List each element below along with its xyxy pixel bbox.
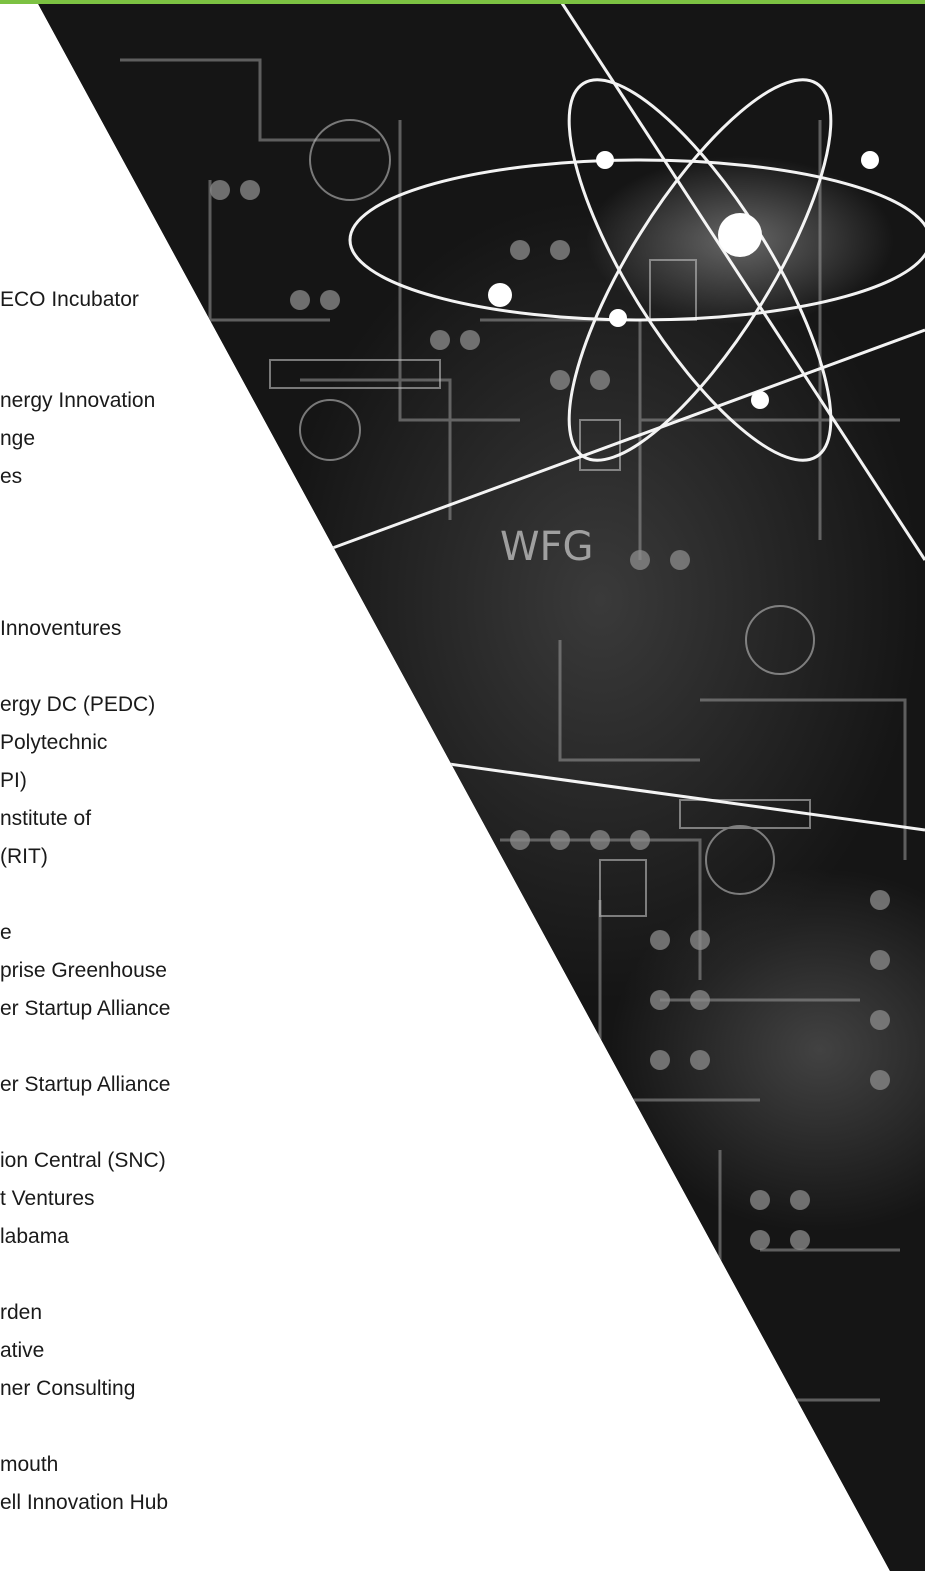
list-item: Polytechnic [0,731,108,754]
list-item: ell Innovation Hub [0,1491,169,1514]
list-item: nstitute of [0,807,92,830]
list-item: Innoventures [0,617,122,640]
list-item: er Startup Alliance [0,997,171,1020]
list-item: mouth [0,1453,59,1476]
list-item: t Ventures [0,1187,95,1210]
list-item: (RIT) [0,845,48,868]
list-item: rden [0,1301,43,1324]
list-item: ative [0,1339,45,1362]
list-item: ECO Incubator [0,288,139,311]
list-item: es [0,465,23,488]
list-item: nge [0,427,36,450]
list-item: prise Greenhouse [0,959,167,982]
list-item: ion Central (SNC) [0,1149,166,1172]
accent-bar [0,0,925,4]
list-item: er Startup Alliance [0,1073,171,1096]
list-item: nergy Innovation [0,389,156,412]
list-item: ergy DC (PEDC) [0,693,156,716]
list-item: ner Consulting [0,1377,136,1400]
svg-text:WFG: WFG [500,524,594,570]
list-item: PI) [0,769,27,792]
list-item: e [0,921,12,944]
list-item: labama [0,1225,69,1248]
